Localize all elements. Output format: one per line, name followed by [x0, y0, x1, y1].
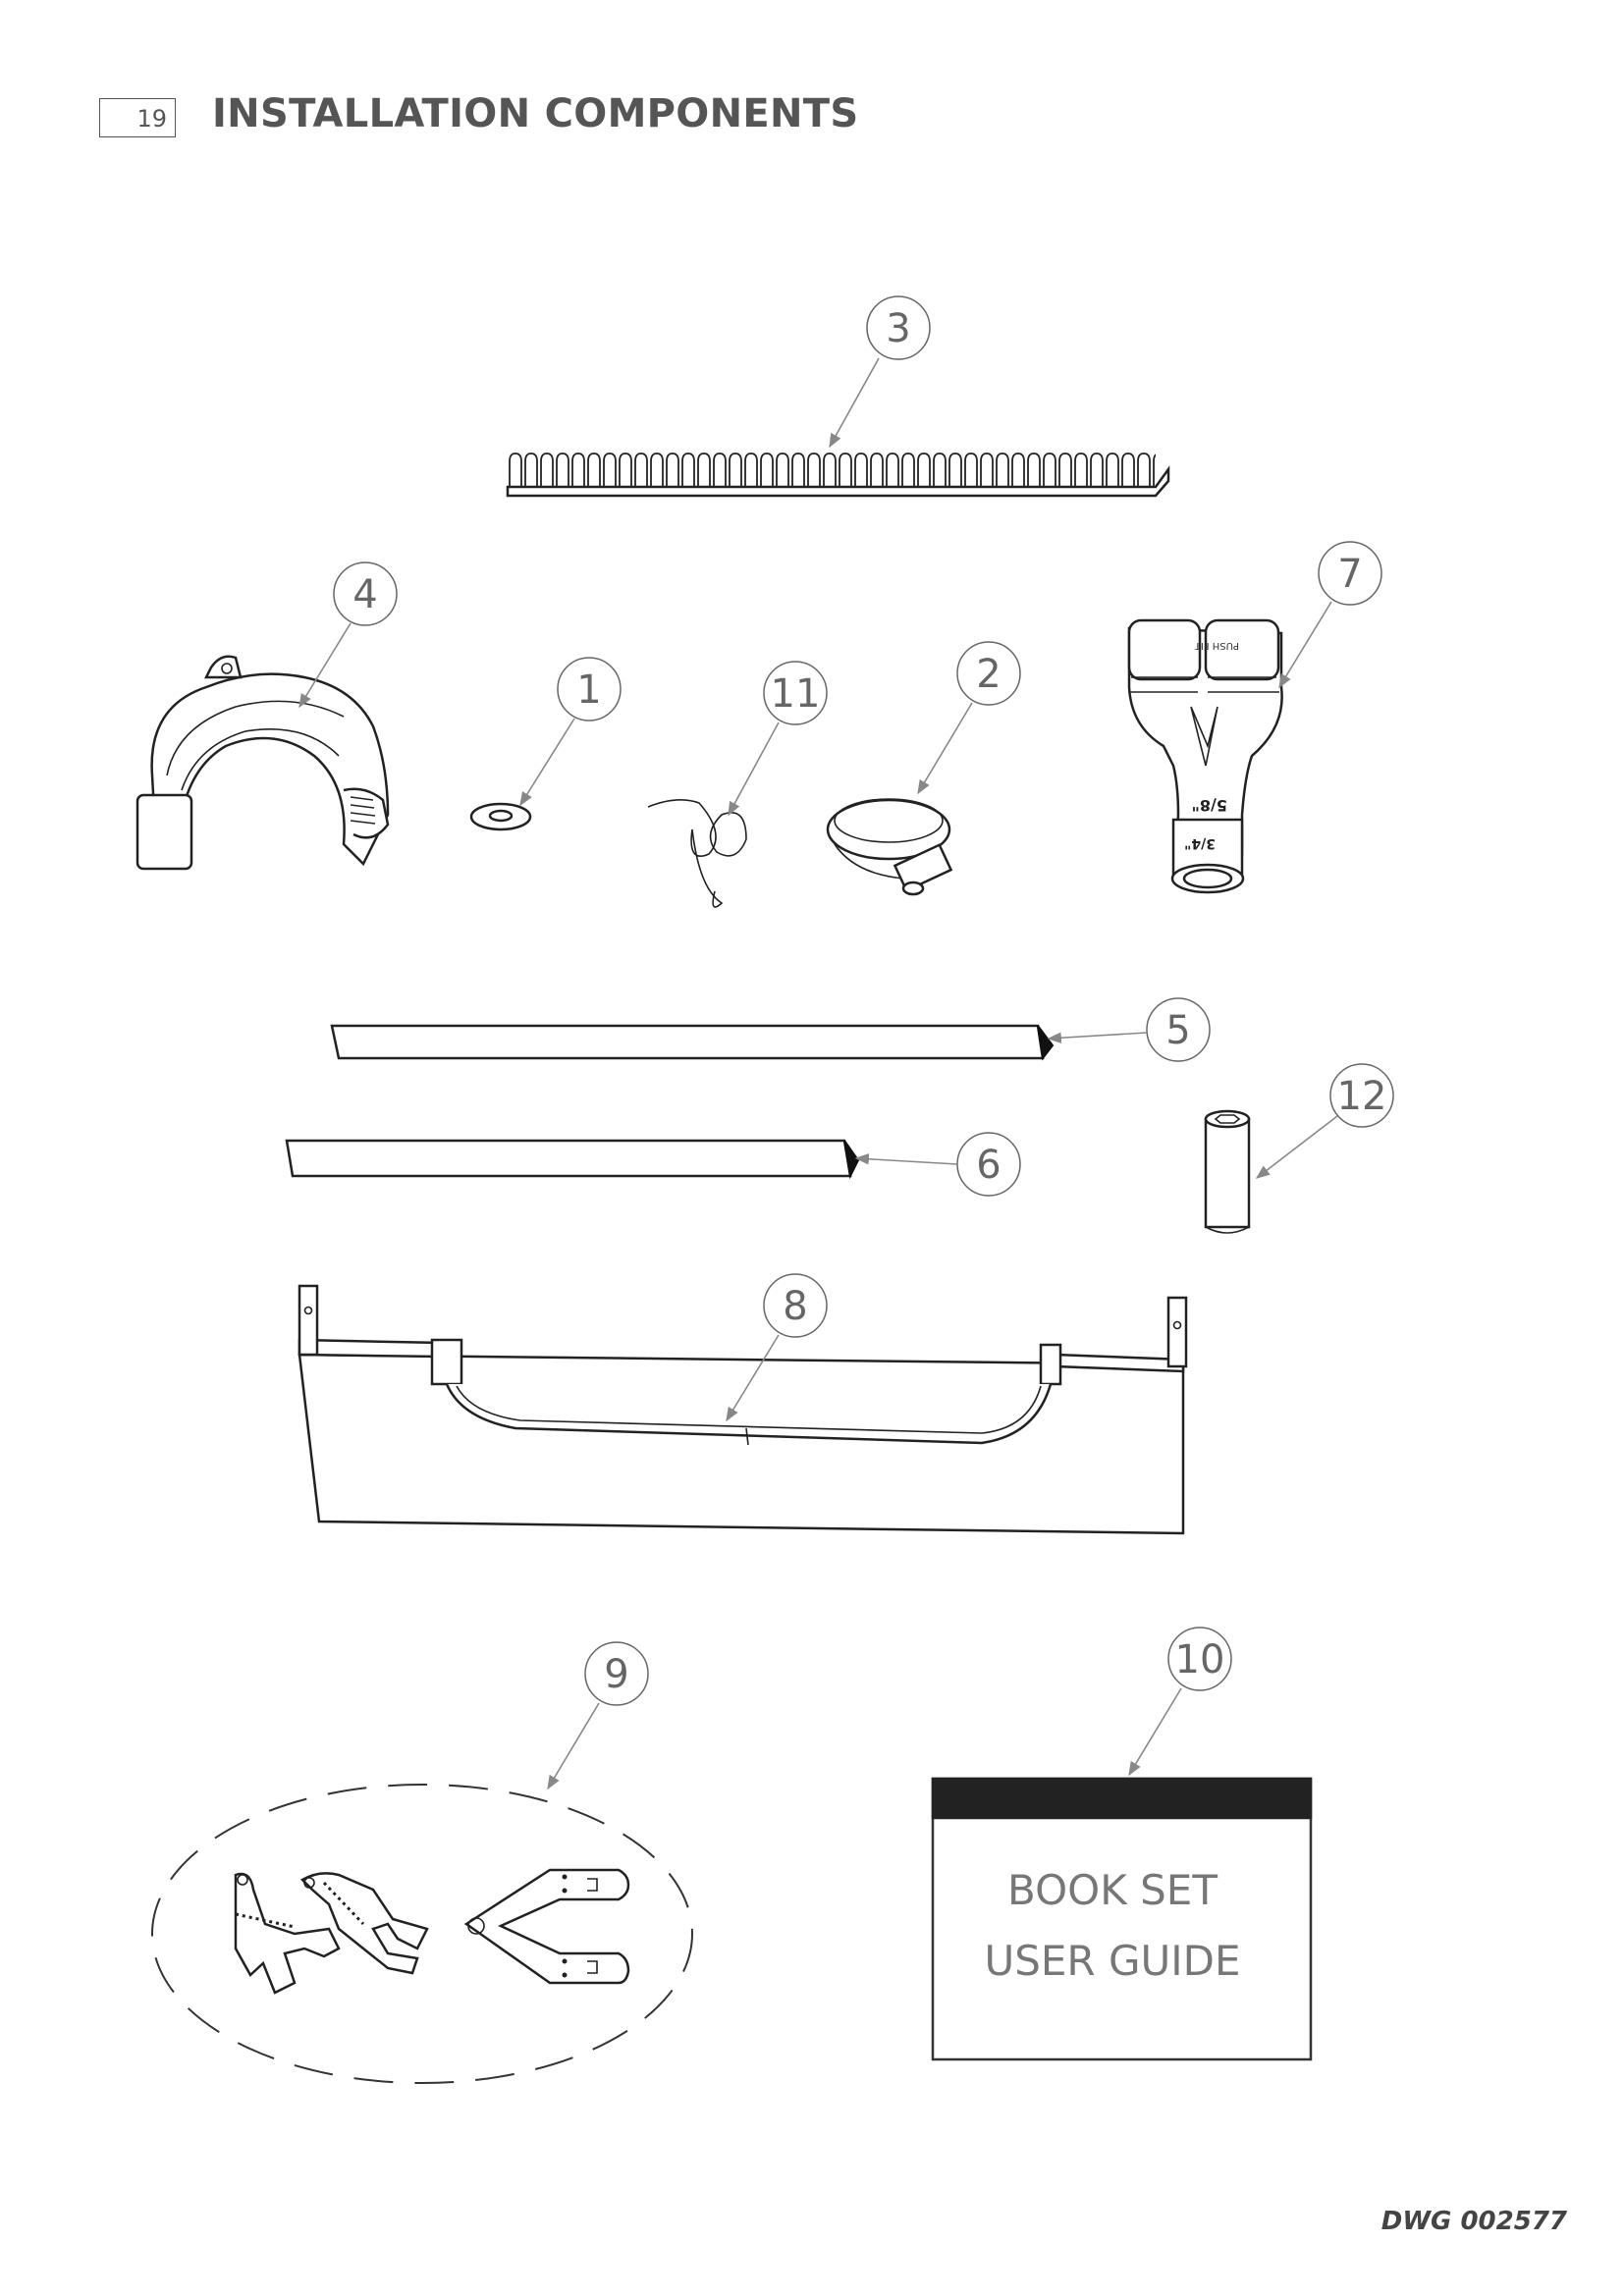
callout-8: 8 [726, 1273, 828, 1422]
part-1-washer [469, 802, 532, 831]
svg-text:10: 10 [1175, 1637, 1225, 1682]
callout-12: 12 [1255, 1063, 1394, 1179]
svg-text:7: 7 [1337, 552, 1362, 597]
svg-text:1: 1 [576, 667, 601, 713]
callout-4: 4 [298, 561, 398, 709]
svg-text:9: 9 [604, 1652, 628, 1697]
part-5-strip [330, 1024, 1055, 1061]
svg-text:12: 12 [1337, 1074, 1387, 1119]
part-3-comb-strip [506, 452, 1170, 498]
drawing-number: DWG 002577 [1380, 2207, 1567, 2236]
part-7-y-connector: PUSH FIT 5/8" 3/4" [1127, 618, 1283, 894]
svg-text:PUSH FIT: PUSH FIT [1194, 640, 1239, 651]
hose-size-large: 5/8" [1192, 796, 1227, 815]
part-6-strip [285, 1139, 860, 1180]
svg-text:3: 3 [886, 306, 910, 351]
svg-text:8: 8 [783, 1284, 807, 1329]
svg-text:2: 2 [976, 652, 1001, 697]
book-title-line1: BOOK SET [1007, 1866, 1218, 1914]
page-title: INSTALLATION COMPONENTS [212, 91, 859, 136]
callout-9: 9 [547, 1641, 649, 1790]
callout-11: 11 [728, 661, 828, 817]
callout-3: 3 [829, 295, 931, 449]
svg-text:4: 4 [352, 572, 377, 617]
part-2-hose-clamp [826, 798, 953, 896]
callout-6: 6 [854, 1132, 1021, 1197]
part-4-clamp-bracket [135, 655, 390, 871]
part-12-spacer [1204, 1109, 1251, 1234]
callout-7: 7 [1278, 541, 1382, 689]
page-number: 19 [136, 105, 167, 133]
callout-10: 10 [1128, 1627, 1232, 1777]
svg-text:5: 5 [1165, 1008, 1190, 1053]
svg-text:11: 11 [771, 671, 821, 717]
callout-2: 2 [917, 641, 1021, 795]
callout-1: 1 [519, 657, 622, 807]
svg-text:6: 6 [976, 1143, 1001, 1188]
page-number-box: 19 [99, 98, 176, 137]
hose-size-small: 3/4" [1184, 835, 1216, 851]
book-title-line2: USER GUIDE [984, 1937, 1240, 1985]
part-8-panel [298, 1284, 1188, 1535]
part-9-bracket-set [151, 1784, 693, 2084]
part-11-wire-loop [647, 799, 747, 908]
callout-5: 5 [1047, 997, 1211, 1062]
part-10-book-set: BOOK SET USER GUIDE [931, 1777, 1313, 2061]
